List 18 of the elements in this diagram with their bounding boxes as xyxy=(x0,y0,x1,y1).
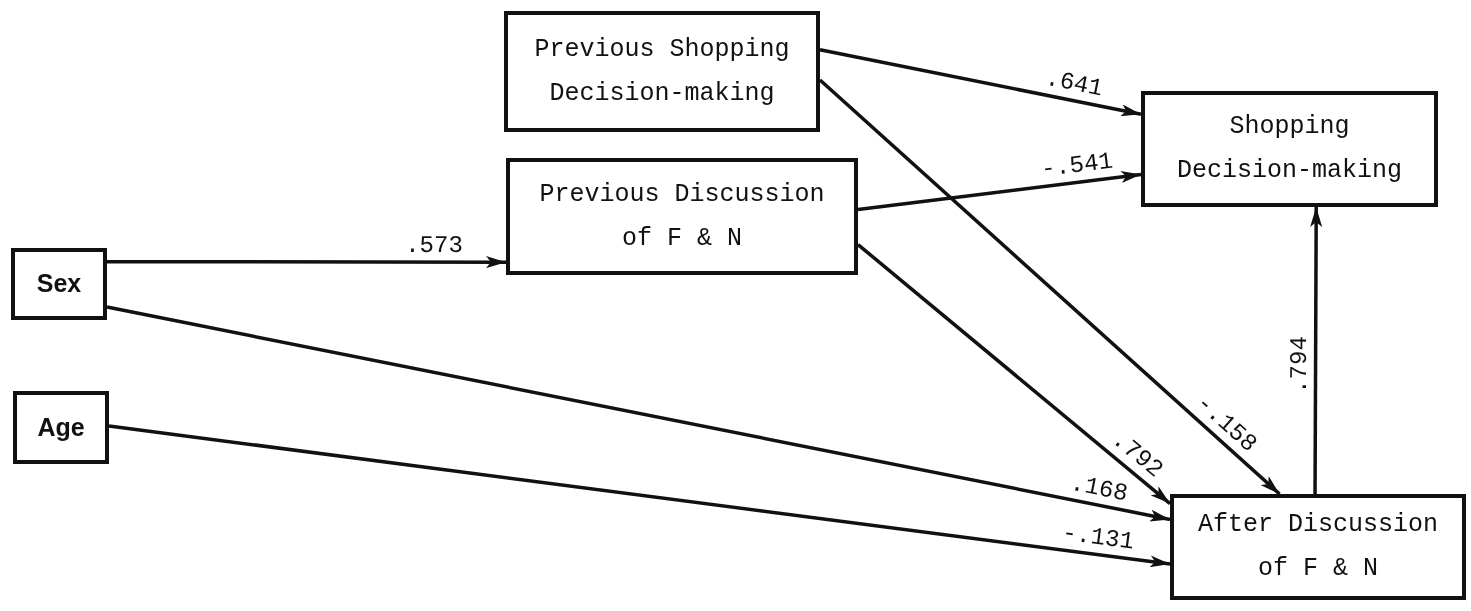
variable-box xyxy=(504,11,820,132)
variable-box xyxy=(506,158,858,275)
arrow xyxy=(1310,207,1323,494)
box-label: Shopping Decision-making xyxy=(1175,111,1403,187)
variable-box xyxy=(1170,494,1466,600)
variable-box xyxy=(11,248,107,320)
box-label: After Discussion of F & N xyxy=(1196,509,1439,585)
arrow xyxy=(819,48,1142,117)
box-label: Age xyxy=(36,411,86,443)
arrow xyxy=(857,171,1142,212)
variable-box xyxy=(1141,91,1438,207)
arrow xyxy=(107,256,506,269)
arrow xyxy=(106,305,1171,522)
arrow xyxy=(108,424,1171,568)
box-label: Sex xyxy=(35,268,83,300)
variable-box xyxy=(13,391,109,464)
box-label: Previous Shopping Decision-making xyxy=(533,33,791,110)
box-label: Previous Discussion of F & N xyxy=(538,178,826,255)
